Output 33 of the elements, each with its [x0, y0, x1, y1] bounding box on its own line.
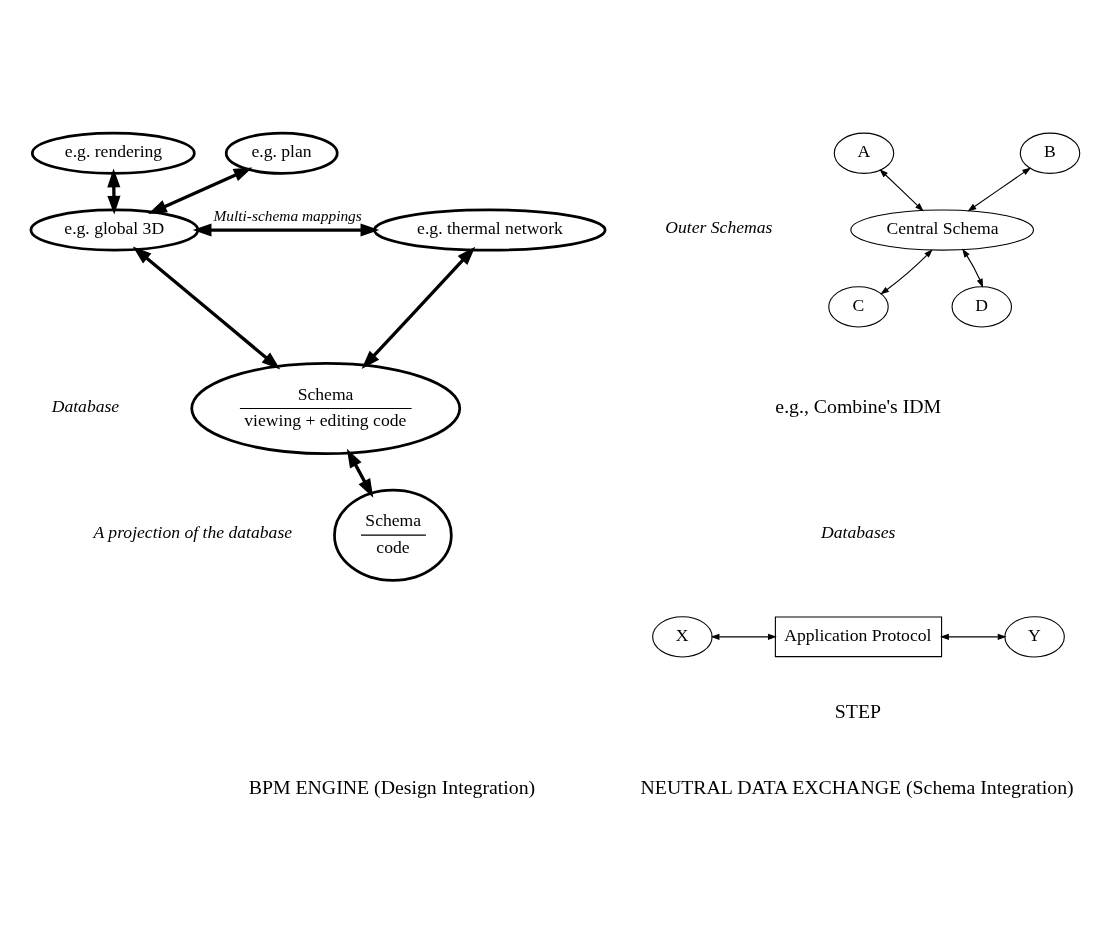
- node-box: Application Protocol: [774, 616, 943, 658]
- node-ellipse: e.g. plan: [224, 131, 339, 175]
- label: Outer Schemas: [665, 217, 773, 238]
- node-ellipse: e.g. rendering: [30, 131, 196, 175]
- arrow: [148, 167, 253, 214]
- node-ellipse: Y: [1004, 616, 1065, 658]
- node-ellipse: X: [652, 616, 713, 658]
- arrow: [962, 248, 984, 288]
- node-ellipse: D: [951, 286, 1013, 328]
- arrow: [107, 168, 121, 215]
- arrow: [132, 246, 281, 370]
- arrow: [710, 633, 777, 640]
- label: A projection of the database: [93, 522, 293, 543]
- node-ellipse: e.g. thermal network: [373, 208, 607, 252]
- node-ellipse: Schema viewing + editing code: [190, 362, 462, 456]
- arrow: [879, 169, 924, 212]
- label: STEP: [834, 700, 882, 723]
- label: Database: [51, 395, 120, 416]
- arrow: [940, 633, 1007, 640]
- node-ellipse: A: [833, 132, 895, 174]
- node-ellipse: Schema code: [333, 488, 453, 582]
- label: NEUTRAL DATA EXCHANGE (Schema Integration): [640, 776, 1074, 799]
- arrow: [192, 223, 380, 237]
- label: e.g., Combine's IDM: [775, 395, 942, 418]
- label: Databases: [821, 522, 896, 543]
- arrow: [880, 249, 933, 295]
- arrow: [967, 167, 1032, 212]
- arrow: [361, 246, 476, 369]
- node-ellipse: e.g. global 3D: [29, 208, 200, 252]
- edge-label: Multi-schema mappings: [213, 207, 362, 225]
- node-ellipse: Central Schema: [850, 209, 1034, 251]
- label: BPM ENGINE (Design Integration): [248, 776, 536, 799]
- arrow: [346, 448, 374, 498]
